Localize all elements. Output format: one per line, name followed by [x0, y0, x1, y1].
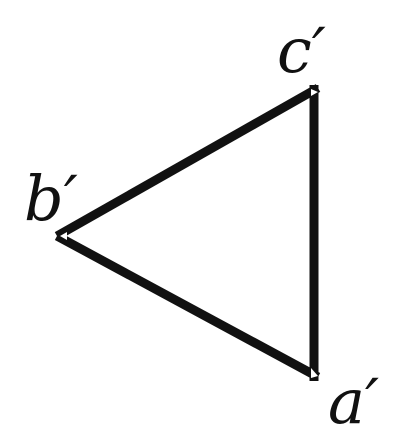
notch-b [60, 232, 67, 240]
edge-b-c [54, 84, 321, 240]
notch-c [311, 89, 318, 96]
edge-a-b [54, 232, 321, 381]
notch-a [311, 368, 318, 378]
vertex-label-b: b′ [24, 162, 78, 235]
vertex-notches [60, 89, 318, 378]
triangle-edges [54, 84, 321, 381]
vertex-label-a: a′ [328, 365, 379, 438]
vertex-label-c: c′ [277, 14, 326, 87]
